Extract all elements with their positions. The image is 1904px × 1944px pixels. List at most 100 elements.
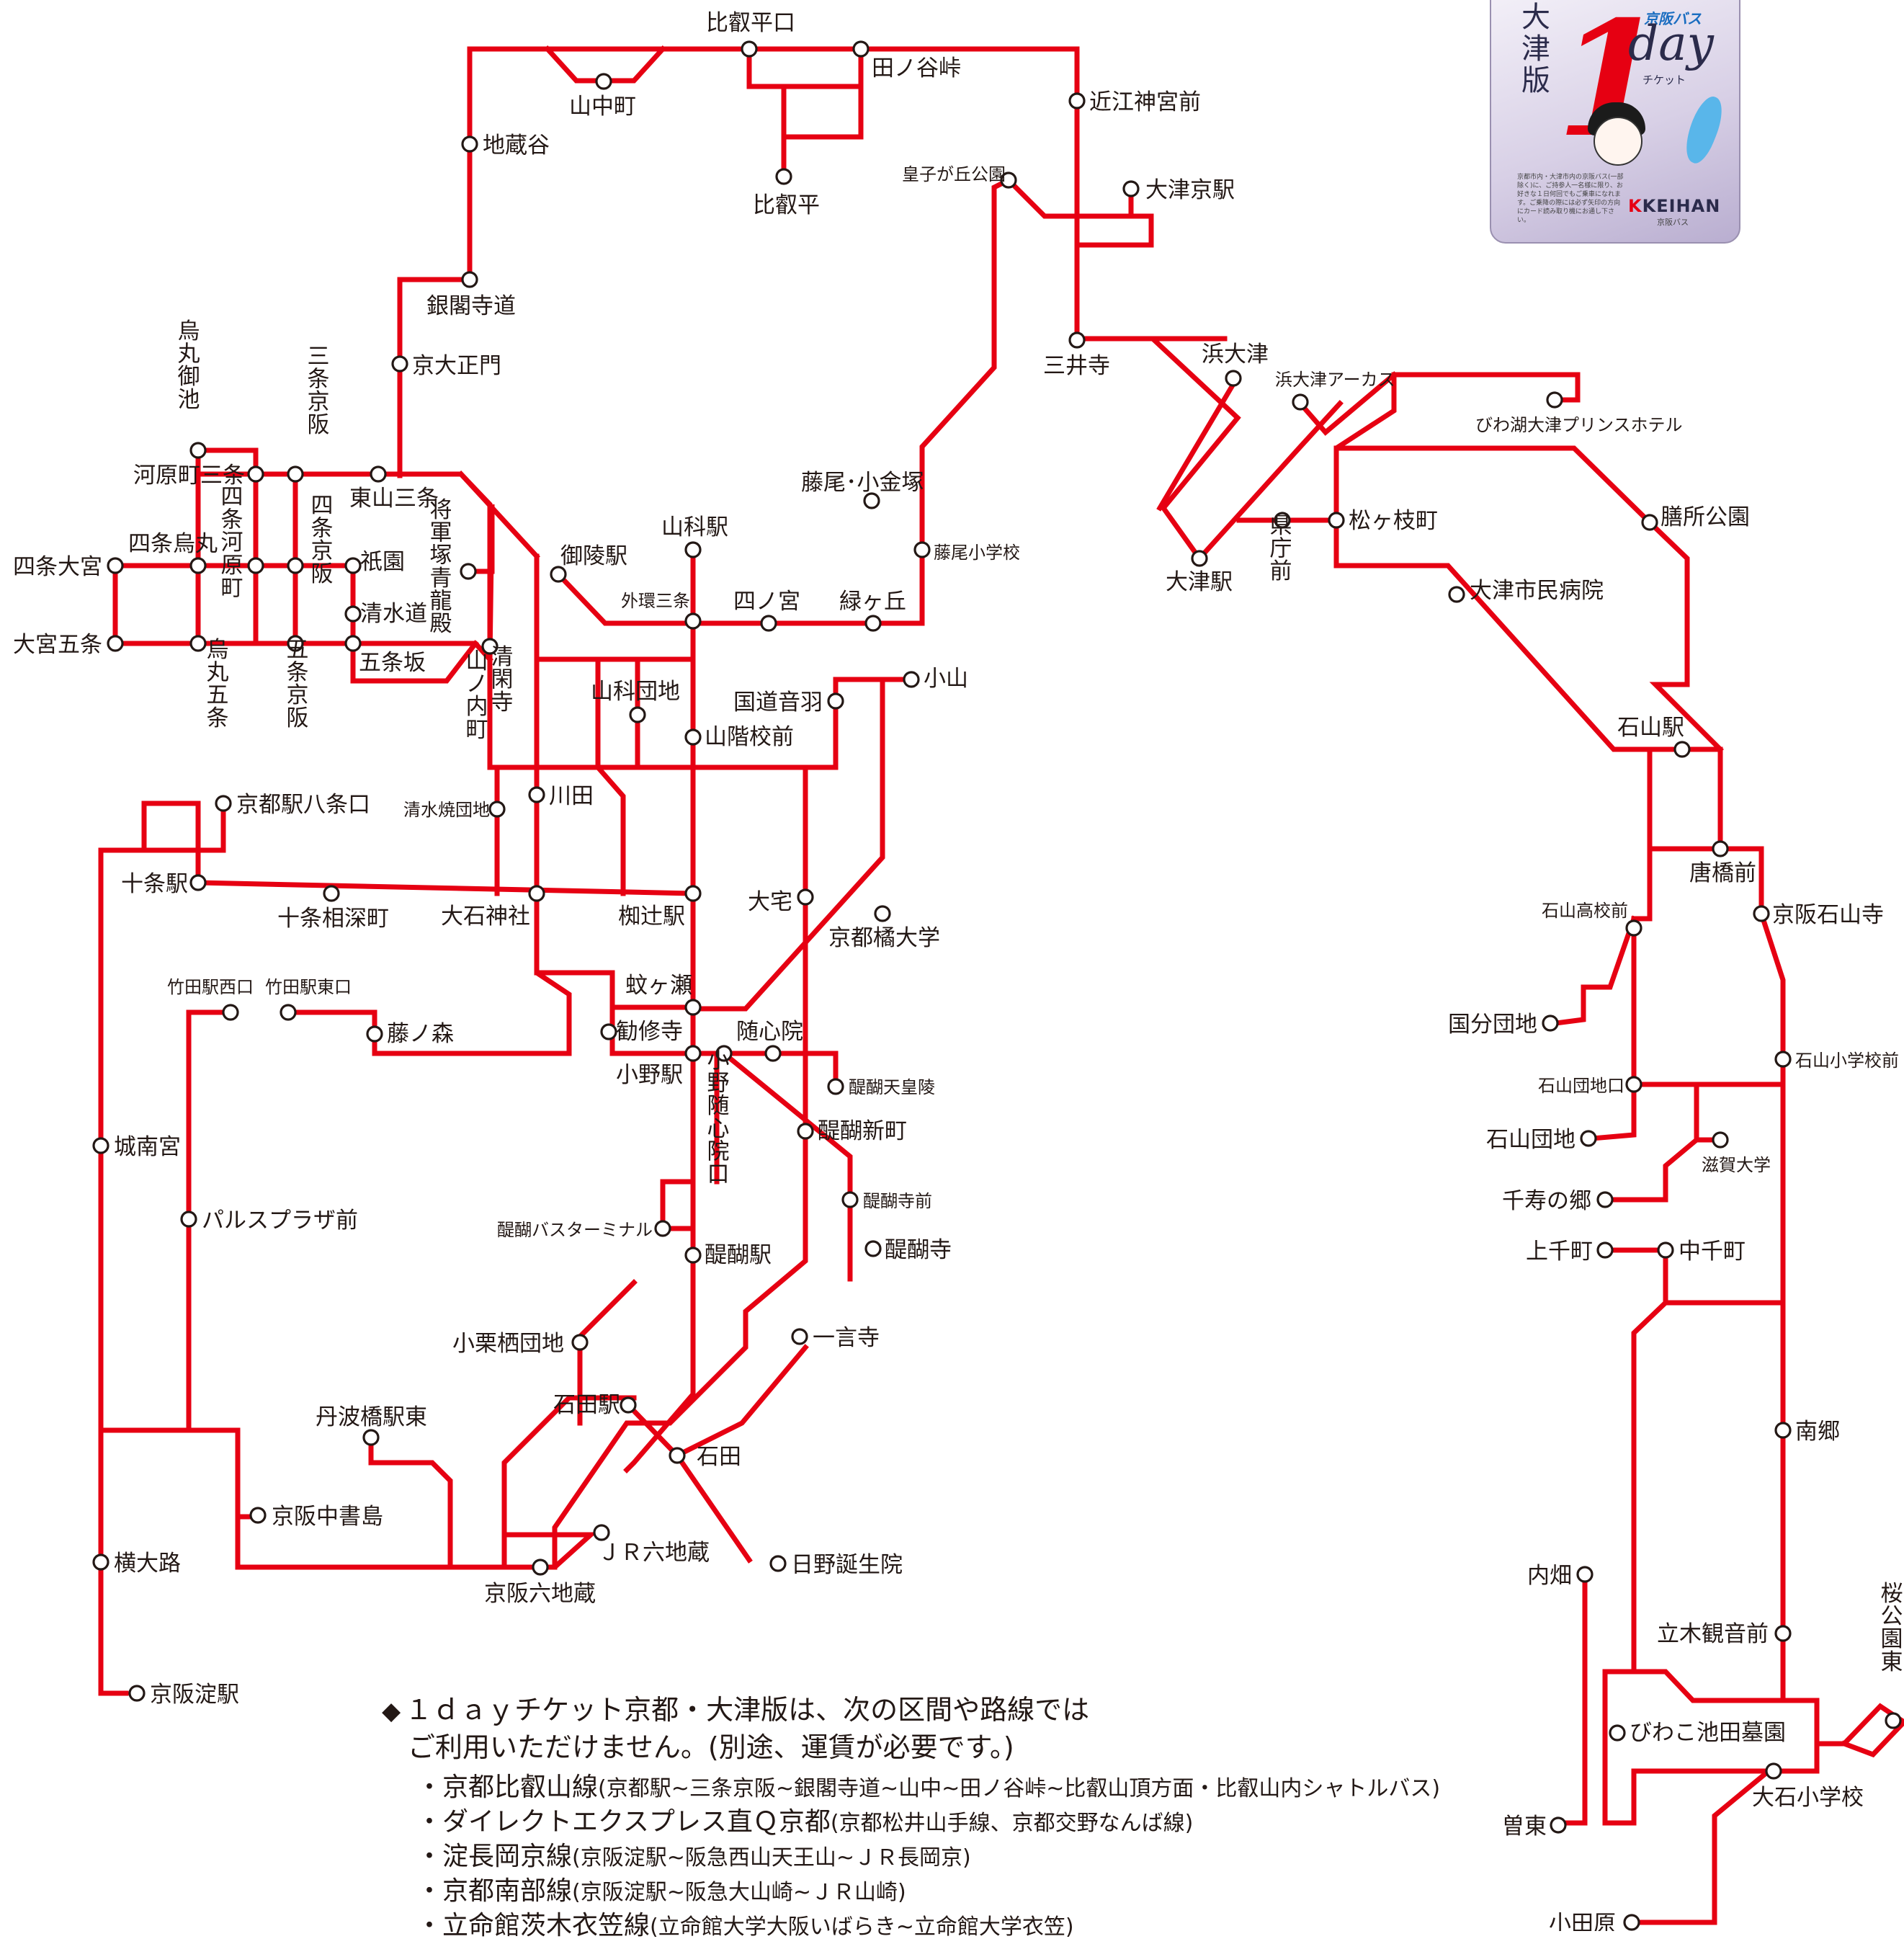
stop-gojo-keihan[interactable] (287, 635, 304, 652)
stop-daigo-shinmachi[interactable] (797, 1123, 814, 1140)
stop-naginotsuji[interactable] (684, 885, 702, 902)
stop-omi-jingu[interactable] (1068, 92, 1086, 110)
stop-ginkakuji[interactable] (461, 271, 478, 288)
stop-sankai[interactable] (684, 728, 702, 746)
stop-koyama[interactable] (903, 671, 920, 688)
stop-daigo-tennoryo[interactable] (827, 1078, 844, 1095)
stop-keihan-rokujizo[interactable] (532, 1559, 549, 1576)
stop-shijo-karasuma[interactable] (189, 557, 207, 574)
stop-kokudo-otowa[interactable] (827, 692, 844, 710)
stop-takeda-nishi[interactable] (222, 1004, 239, 1021)
stop-jr-rokujizo[interactable] (593, 1524, 610, 1541)
stop-kagase[interactable] (684, 999, 702, 1016)
stop-hamaotsu[interactable] (1225, 370, 1242, 387)
stop-oishi-jinja[interactable] (528, 885, 545, 902)
stop-matsugae[interactable] (1328, 512, 1345, 529)
stop-kawaramachi-sanjo[interactable] (247, 465, 264, 483)
stop-ishiyama-danchi-guchi[interactable] (1625, 1076, 1642, 1093)
stop-shijo-omiya[interactable] (107, 557, 124, 574)
stop-tanbabashi[interactable] (362, 1429, 380, 1446)
stop-shimin-byoin[interactable] (1448, 586, 1465, 603)
stop-ichigonji[interactable] (791, 1328, 808, 1345)
stop-sakura[interactable] (1885, 1712, 1902, 1729)
stop-kajuji[interactable] (600, 1023, 617, 1040)
stop-ishida-eki[interactable] (620, 1396, 637, 1414)
stop-sotokan[interactable] (684, 612, 702, 630)
stop-oishi-shogakko[interactable] (1765, 1762, 1782, 1780)
stop-otsukyo[interactable] (1122, 180, 1140, 197)
stop-odawara[interactable] (1623, 1914, 1640, 1931)
stop-zuishinin[interactable] (764, 1045, 782, 1062)
stop-karahashi[interactable] (1712, 840, 1729, 857)
stop-yamashina-danchi[interactable] (629, 706, 646, 723)
stop-karasuma-gojo[interactable] (189, 635, 207, 652)
stop-kyodai[interactable] (391, 355, 408, 373)
stop-zeze-koen[interactable] (1641, 514, 1658, 531)
stop-hachijo[interactable] (215, 795, 232, 812)
stop-nango[interactable] (1774, 1422, 1792, 1439)
stop-yamashina-eki[interactable] (684, 541, 702, 558)
stop-terminal[interactable] (654, 1220, 671, 1237)
stop-shijo-kawaramachi[interactable] (247, 557, 264, 574)
stop-jonangu[interactable] (92, 1137, 109, 1154)
stop-chushojima[interactable] (249, 1507, 267, 1524)
stop-takeda-higashi[interactable] (280, 1004, 297, 1021)
stop-arcas[interactable] (1292, 393, 1309, 411)
stop-fujio-shogakko[interactable] (913, 541, 931, 558)
stop-tachiki[interactable] (1774, 1625, 1792, 1642)
stop-hino[interactable] (769, 1555, 787, 1572)
stop-fujinomori[interactable] (366, 1025, 383, 1043)
stop-ikeda[interactable] (1609, 1724, 1626, 1742)
stop-jujo-aifuka[interactable] (323, 885, 340, 902)
stop-nakasen[interactable] (1657, 1241, 1674, 1259)
stop-jujo-eki[interactable] (189, 874, 207, 891)
stop-shijo-keihan[interactable] (287, 557, 304, 574)
stop-ishida[interactable] (669, 1447, 686, 1464)
stop-yamanouchi[interactable] (481, 638, 499, 655)
stop-sotsuka[interactable] (1550, 1816, 1567, 1834)
stop-daigoji[interactable] (864, 1240, 882, 1257)
stop-hieidaira[interactable] (775, 168, 792, 185)
stop-yokooji[interactable] (92, 1553, 109, 1571)
stop-gojozaka[interactable] (344, 635, 362, 652)
stop-yamanaka[interactable] (595, 73, 612, 90)
stop-goryo[interactable] (550, 566, 567, 583)
stop-ogurisu[interactable] (571, 1334, 589, 1351)
stop-senju[interactable] (1596, 1191, 1614, 1208)
stop-karasuma-oike[interactable] (189, 442, 207, 459)
stop-ishiyama-eki[interactable] (1673, 741, 1691, 758)
stop-midorigaoka[interactable] (864, 615, 882, 632)
stop-kamisen[interactable] (1596, 1241, 1614, 1259)
stop-ishiyama-koko[interactable] (1625, 919, 1642, 937)
stop-kiyomizu-michi[interactable] (344, 605, 362, 623)
stop-tanoya[interactable] (852, 40, 870, 58)
stop-oyake[interactable] (797, 888, 814, 906)
stop-omiya-gojo[interactable] (107, 635, 124, 652)
stop-shogunzuka[interactable] (460, 563, 477, 580)
stop-keihan-ishiyamadera[interactable] (1753, 905, 1770, 922)
stop-kiyomizuyaki[interactable] (488, 801, 506, 818)
stop-gion[interactable] (344, 557, 362, 574)
stop-pals[interactable] (180, 1210, 197, 1228)
stop-uchihata[interactable] (1576, 1566, 1594, 1583)
stop-ono-eki[interactable] (684, 1045, 702, 1062)
stop-miidera[interactable] (1068, 331, 1086, 349)
stop-ojigaoka[interactable] (1000, 171, 1017, 189)
stop-sanjo-keihan[interactable] (287, 465, 304, 483)
stop-jizodani[interactable] (461, 135, 478, 153)
stop-keihan-yodo[interactable] (128, 1685, 146, 1702)
stop-daigoji-mae[interactable] (841, 1191, 859, 1208)
stop-prince[interactable] (1546, 391, 1563, 409)
stop-shinomiya[interactable] (760, 615, 777, 632)
stop-higashiyama-sanjo[interactable] (370, 465, 387, 483)
stop-ishiyama-danchi[interactable] (1580, 1130, 1597, 1147)
stop-hiei-daira-guchi[interactable] (741, 40, 758, 58)
stop-shiga-daigaku[interactable] (1712, 1131, 1729, 1149)
stop-kencho[interactable] (1274, 512, 1291, 529)
stop-otsu-eki[interactable] (1191, 550, 1208, 567)
stop-ono-zuishin-guchi[interactable] (715, 1045, 733, 1062)
stop-tachibana[interactable] (874, 905, 891, 922)
stop-kokubu[interactable] (1542, 1015, 1559, 1032)
stop-fujio-kogane[interactable] (863, 492, 880, 509)
stop-kawata[interactable] (528, 786, 545, 803)
